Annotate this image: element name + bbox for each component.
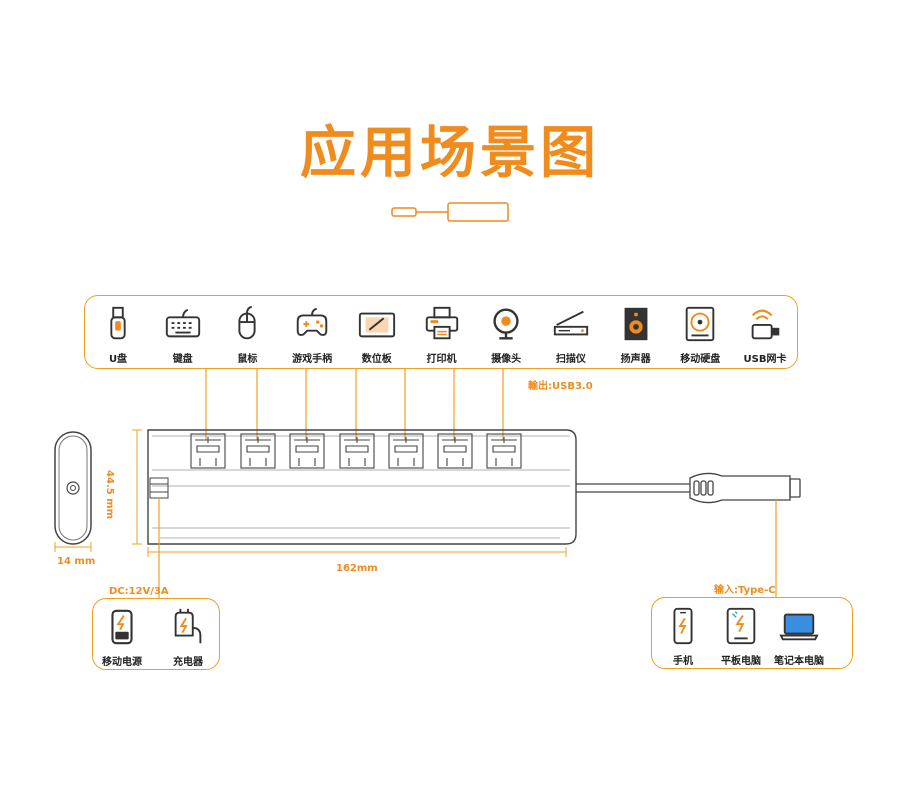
device-laptop: 笔记本电脑 xyxy=(764,606,834,667)
height-dimension-line xyxy=(132,429,142,545)
keyboard-icon xyxy=(163,304,203,344)
device-label: 数位板 xyxy=(361,354,392,365)
charger-icon xyxy=(168,607,208,647)
gamepad-icon xyxy=(292,304,332,344)
webcam-icon xyxy=(486,304,526,344)
device-mouse: 鼠标 xyxy=(212,304,282,365)
device-usb-wifi: USB网卡 xyxy=(730,304,800,365)
laptop-icon xyxy=(779,606,819,646)
width-dimension-line xyxy=(147,547,567,557)
mouse-icon xyxy=(227,304,267,344)
usb-port xyxy=(388,433,424,469)
drawing-tablet-icon xyxy=(357,304,397,344)
dc-jack-icon xyxy=(149,477,169,499)
power-devices-box: 移动电源 充电器 xyxy=(92,598,220,670)
port-connector-lines xyxy=(205,368,504,440)
output-note: 輸出:USB3.0 xyxy=(528,381,593,392)
device-label: 摄像头 xyxy=(491,354,522,365)
page-title: 应用场景图 xyxy=(300,121,600,186)
device-external-hdd: 移动硬盘 xyxy=(665,304,735,365)
usb-port xyxy=(240,433,276,469)
usb-ports xyxy=(190,433,522,469)
device-tablet: 平板电脑 xyxy=(706,606,776,667)
device-label: 打印机 xyxy=(426,354,457,365)
speaker-icon xyxy=(616,304,656,344)
input-note: 输入:Type-C xyxy=(714,585,776,596)
device-label: USB网卡 xyxy=(743,354,787,365)
device-label: 扬声器 xyxy=(620,354,651,365)
usb-port xyxy=(289,433,325,469)
device-label: 移动硬盘 xyxy=(680,354,721,365)
usb-drive-icon xyxy=(98,304,138,344)
power-bank-icon xyxy=(102,607,142,647)
height-dimension-label: 44.5 mm xyxy=(104,470,115,519)
type-c-cable xyxy=(576,472,801,504)
device-drawing-tablet: 数位板 xyxy=(342,304,412,365)
depth-dimension-line xyxy=(54,542,92,552)
device-speaker: 扬声器 xyxy=(601,304,671,365)
width-dimension-label: 162mm xyxy=(336,563,378,574)
device-gamepad: 游戏手柄 xyxy=(277,304,347,365)
printer-icon xyxy=(422,304,462,344)
device-label: 平板电脑 xyxy=(721,656,761,667)
device-label: 鼠标 xyxy=(237,354,258,365)
depth-dimension-label: 14 mm xyxy=(57,556,96,567)
hub-body xyxy=(147,429,577,545)
device-label: 手机 xyxy=(673,656,693,667)
device-label: 扫描仪 xyxy=(555,354,586,365)
dc-note: DC:12V/3A xyxy=(109,586,169,597)
hub-end-view xyxy=(54,431,92,545)
device-printer: 打印机 xyxy=(407,304,477,365)
external-hdd-icon xyxy=(680,304,720,344)
device-usb-drive: U盘 xyxy=(83,304,153,365)
device-keyboard: 键盘 xyxy=(148,304,218,365)
device-phone: 手机 xyxy=(648,606,718,667)
device-charger: 充电器 xyxy=(153,607,223,668)
peripheral-devices-box: U盘 键盘 鼠标 游戏手柄 数位板 打印机 摄像头 扫描仪 扬声器 移动硬盘 USB网卡 xyxy=(84,295,798,369)
device-label: 键盘 xyxy=(172,354,193,365)
scanner-icon xyxy=(551,304,591,344)
device-label: 移动电源 xyxy=(102,657,142,668)
device-power-bank: 移动电源 xyxy=(87,607,157,668)
usb-wifi-icon xyxy=(745,304,785,344)
title-cable-icon xyxy=(391,202,509,222)
usb-port xyxy=(190,433,226,469)
device-webcam: 摄像头 xyxy=(471,304,541,365)
usb-port xyxy=(437,433,473,469)
device-scanner: 扫描仪 xyxy=(536,304,606,365)
usb-port xyxy=(339,433,375,469)
tablet-icon xyxy=(721,606,761,646)
device-label: 笔记本电脑 xyxy=(774,656,824,667)
host-devices-box: 手机 平板电脑 笔记本电脑 xyxy=(651,597,853,669)
device-label: 游戏手柄 xyxy=(292,354,333,365)
usb-port xyxy=(486,433,522,469)
phone-icon xyxy=(663,606,703,646)
device-label: 充电器 xyxy=(173,657,203,668)
device-label: U盘 xyxy=(108,354,128,365)
